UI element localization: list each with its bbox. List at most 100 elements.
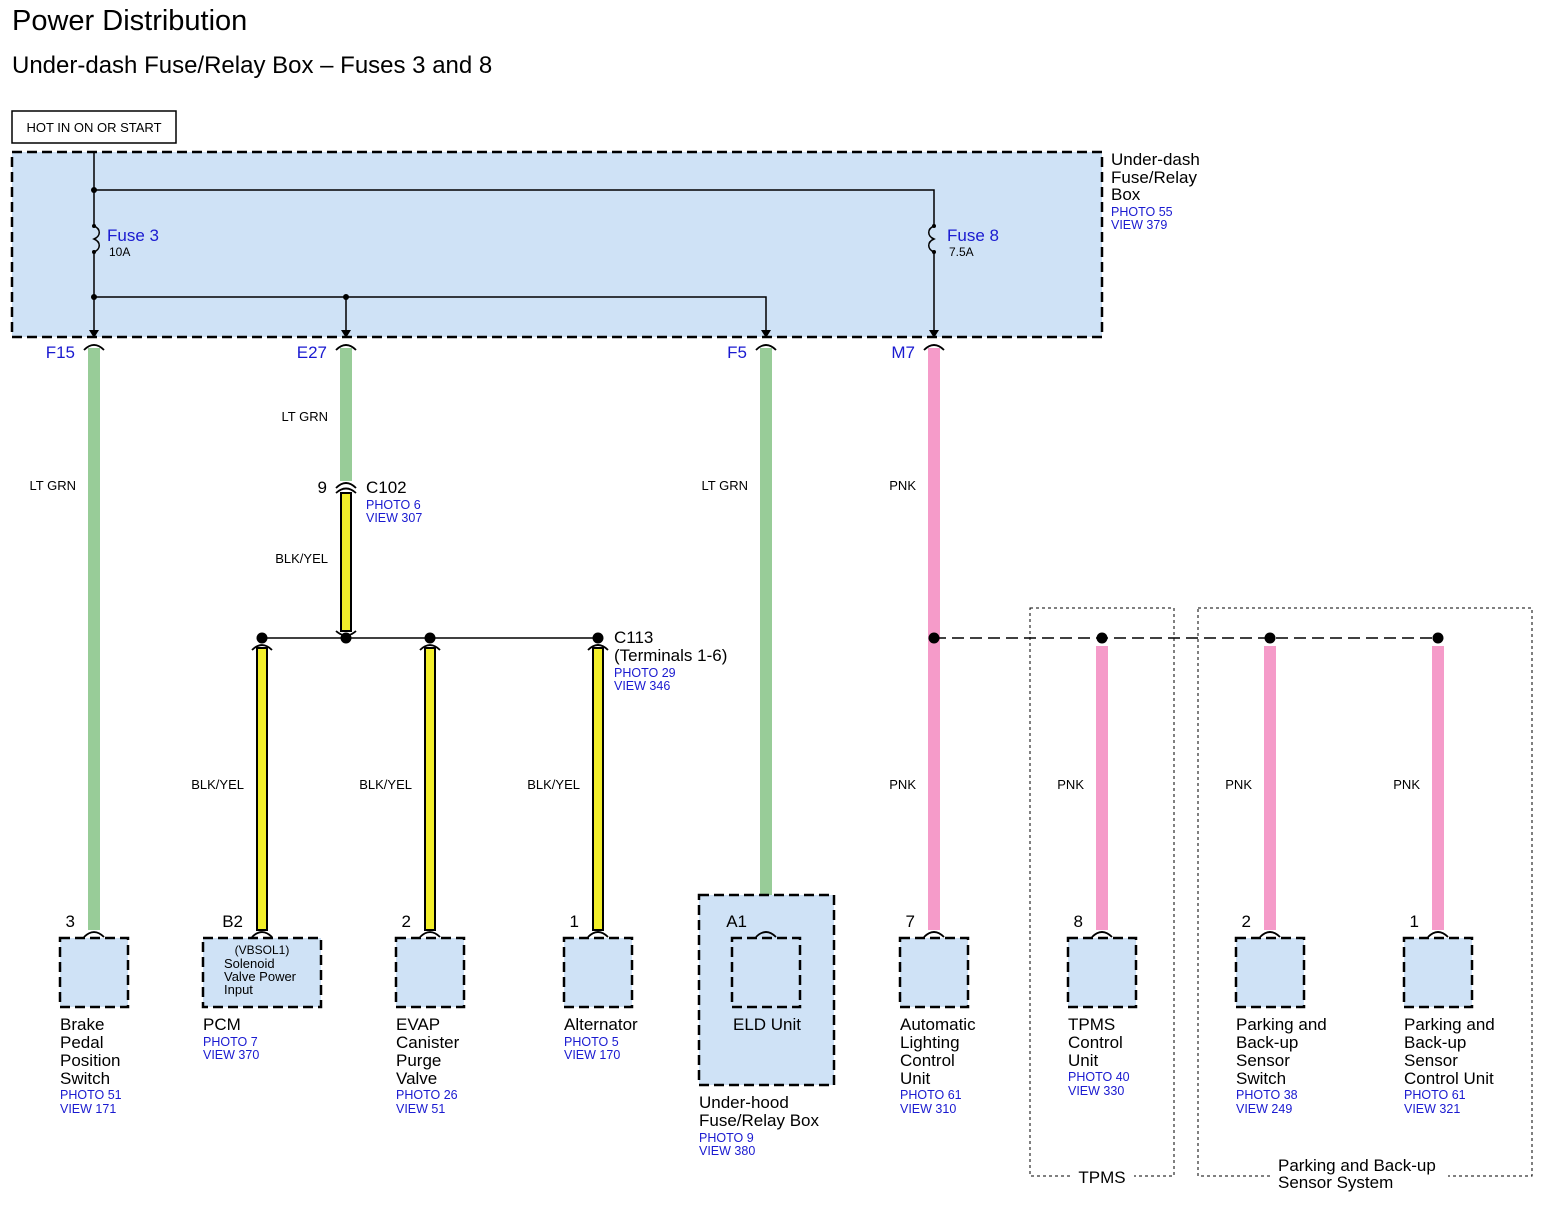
wire-f5 xyxy=(760,348,772,930)
wire-label-alternator: BLK/YEL xyxy=(527,777,580,792)
wire-pbs-unit xyxy=(1432,646,1444,930)
evap-label: EVAP Canister Purge Valve PHOTO 26 VIEW … xyxy=(396,1015,460,1116)
pbs-unit-name-4: Control Unit xyxy=(1404,1069,1494,1088)
wire-f15 xyxy=(88,348,100,930)
brake-view: VIEW 171 xyxy=(60,1102,116,1116)
fuse-8-symbol xyxy=(928,225,936,253)
fuse-3-rating: 10A xyxy=(109,245,130,259)
fuse-box-junctions xyxy=(91,187,936,300)
evap-name-3: Purge xyxy=(396,1051,441,1070)
wire-alternator xyxy=(592,647,604,931)
wire-e27 xyxy=(340,348,352,481)
wire-evap xyxy=(424,647,436,931)
c102-photo: PHOTO 6 xyxy=(366,498,421,512)
wire-label-c102: BLK/YEL xyxy=(275,551,328,566)
pcm-name: PCM xyxy=(203,1015,241,1034)
hot-label: HOT IN ON OR START xyxy=(26,120,161,135)
alcu-photo: PHOTO 61 xyxy=(900,1088,962,1102)
c113-terminals: (Terminals 1-6) xyxy=(614,646,727,665)
pnk-wires xyxy=(928,348,1444,930)
fuse-box-view: VIEW 379 xyxy=(1111,218,1167,232)
alcu-name-3: Control xyxy=(900,1051,955,1070)
fuse-box-photo: PHOTO 55 xyxy=(1111,205,1173,219)
c113-junctions xyxy=(256,632,604,644)
pbs-switch-name-2: Back-up xyxy=(1236,1033,1298,1052)
parking-group-label-bg xyxy=(1272,1156,1448,1196)
tpms-group-label: TPMS xyxy=(1078,1168,1125,1187)
alcu-label: Automatic Lighting Control Unit PHOTO 61… xyxy=(900,1015,976,1116)
pbs-unit-pin: 1 xyxy=(1410,912,1419,931)
terminal-m7: M7 xyxy=(891,343,915,362)
underdash-fuse-box xyxy=(10,150,1104,339)
brake-photo: PHOTO 51 xyxy=(60,1088,122,1102)
evap-name-1: EVAP xyxy=(396,1015,440,1034)
alcu-pin: 7 xyxy=(906,912,915,931)
wire-label-pbs-unit: PNK xyxy=(1393,777,1420,792)
pbs-switch-box xyxy=(1234,936,1306,1009)
fuse-3-symbol xyxy=(92,225,100,253)
wire-label-evap: BLK/YEL xyxy=(359,777,412,792)
top-connector-arcs xyxy=(83,344,945,351)
c113-connector-arcs xyxy=(251,644,609,651)
pcm-photo: PHOTO 7 xyxy=(203,1035,258,1049)
tpms-pin: 8 xyxy=(1074,912,1083,931)
pbs-unit-photo: PHOTO 61 xyxy=(1404,1088,1466,1102)
component-connector-arcs xyxy=(83,931,1449,938)
alternator-view: VIEW 170 xyxy=(564,1048,620,1062)
wire-label-pcm: BLK/YEL xyxy=(191,777,244,792)
parking-group-label-1: Parking and Back-up xyxy=(1278,1156,1436,1175)
terminal-f5: F5 xyxy=(727,343,747,362)
pbs-switch-photo: PHOTO 38 xyxy=(1236,1088,1298,1102)
pbs-switch-label: Parking and Back-up Sensor Switch PHOTO … xyxy=(1236,1015,1327,1116)
blk-yel-wires xyxy=(256,492,604,931)
brake-name-1: Brake xyxy=(60,1015,104,1034)
alternator-label: Alternator PHOTO 5 VIEW 170 xyxy=(564,1015,638,1062)
pnk-junctions xyxy=(928,632,1444,644)
brake-name-4: Switch xyxy=(60,1069,110,1088)
pcm-box xyxy=(201,936,323,1009)
c102-view: VIEW 307 xyxy=(366,511,422,525)
pbs-unit-label: Parking and Back-up Sensor Control Unit … xyxy=(1404,1015,1495,1116)
fuse-box-name-3: Box xyxy=(1111,185,1141,204)
evap-name-2: Canister xyxy=(396,1033,460,1052)
evap-name-4: Valve xyxy=(396,1069,437,1088)
eld-unit-box xyxy=(730,936,802,1009)
pbs-switch-view: VIEW 249 xyxy=(1236,1102,1292,1116)
fuse-box-name-2: Fuse/Relay xyxy=(1111,168,1197,187)
pcm-view: VIEW 370 xyxy=(203,1048,259,1062)
wire-label-pbs-switch: PNK xyxy=(1225,777,1252,792)
brake-pin: 3 xyxy=(66,912,75,931)
alternator-photo: PHOTO 5 xyxy=(564,1035,619,1049)
alcu-box xyxy=(898,936,970,1009)
underhood-name-1: Under-hood xyxy=(699,1093,789,1112)
page-title: Power Distribution xyxy=(12,5,247,37)
pbs-unit-box xyxy=(1402,936,1474,1009)
wire-tpms xyxy=(1096,646,1108,930)
tpms-unit-box xyxy=(1066,936,1138,1009)
wire-label-e27: LT GRN xyxy=(282,409,328,424)
c113-name: C113 xyxy=(614,628,653,647)
evap-valve-box xyxy=(394,936,466,1009)
pbs-unit-name-3: Sensor xyxy=(1404,1051,1458,1070)
fuse-8-name: Fuse 8 xyxy=(947,226,999,245)
hot-label-box xyxy=(11,110,177,144)
fuse-3-name: Fuse 3 xyxy=(107,226,159,245)
parking-group-label-2: Sensor System xyxy=(1278,1173,1393,1192)
tpms-name-3: Unit xyxy=(1068,1051,1099,1070)
c113-view: VIEW 346 xyxy=(614,679,670,693)
wire-pbs-switch xyxy=(1264,646,1276,930)
alcu-view: VIEW 310 xyxy=(900,1102,956,1116)
wire-pcm xyxy=(256,647,268,931)
tpms-label: TPMS Control Unit PHOTO 40 VIEW 330 xyxy=(1068,1015,1130,1098)
c102-pin: 9 xyxy=(318,478,327,497)
underhood-name-2: Fuse/Relay Box xyxy=(699,1111,819,1130)
pcm-inner-1: (VBSOL1) xyxy=(235,943,290,957)
wire-label-m7-lower: PNK xyxy=(889,777,916,792)
brake-name-3: Position xyxy=(60,1051,120,1070)
page-subtitle: Under-dash Fuse/Relay Box – Fuses 3 and … xyxy=(12,52,492,79)
pcm-inner-2: Solenoid xyxy=(224,956,275,971)
pbs-switch-name-1: Parking and xyxy=(1236,1015,1327,1034)
evap-photo: PHOTO 26 xyxy=(396,1088,458,1102)
brake-label: Brake Pedal Position Switch PHOTO 51 VIE… xyxy=(60,1015,122,1116)
